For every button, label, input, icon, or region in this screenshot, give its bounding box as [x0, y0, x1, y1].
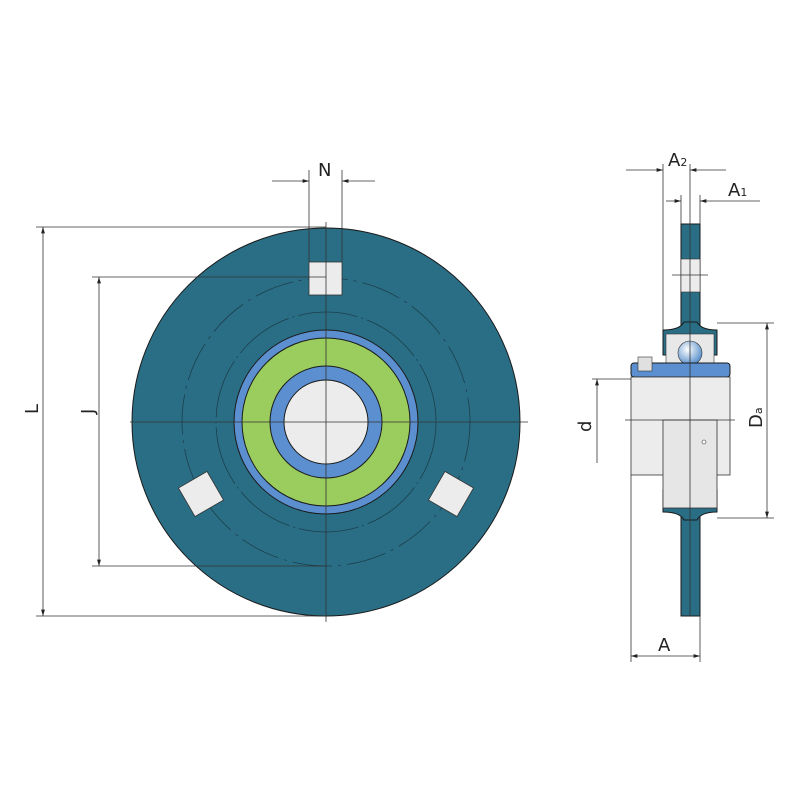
label-Da: Da: [746, 407, 767, 428]
label-A: A: [658, 635, 671, 656]
centerlines: [130, 222, 528, 622]
side-view: A2 A1 A d Da: [575, 150, 774, 662]
bolt-hole-right: [427, 470, 475, 518]
dimension-A: [630, 475, 701, 662]
lube-hole: [701, 439, 707, 445]
dimension-A2: [626, 164, 726, 330]
dimension-J: [92, 276, 326, 567]
bolt-hole-top: [308, 261, 343, 296]
side-centerlines: [625, 224, 735, 616]
bolt-hole-left: [177, 470, 225, 518]
dimension-d: [592, 378, 631, 463]
front-view: N L J: [22, 160, 528, 622]
label-A2: A2: [668, 150, 687, 171]
dimension-N: [272, 170, 375, 262]
plate-bolt-hole: [680, 258, 701, 293]
set-screw: [637, 356, 653, 372]
dimension-L: [36, 226, 326, 617]
flange-plate-bottom: [680, 507, 701, 617]
dimension-A1: [666, 195, 760, 224]
label-d: d: [575, 421, 596, 432]
label-J: J: [78, 409, 99, 415]
label-N: N: [318, 160, 331, 181]
label-A1: A1: [728, 180, 747, 201]
label-L: L: [22, 404, 43, 414]
dimension-Da: [717, 322, 774, 519]
bolt-holes: [177, 261, 475, 518]
